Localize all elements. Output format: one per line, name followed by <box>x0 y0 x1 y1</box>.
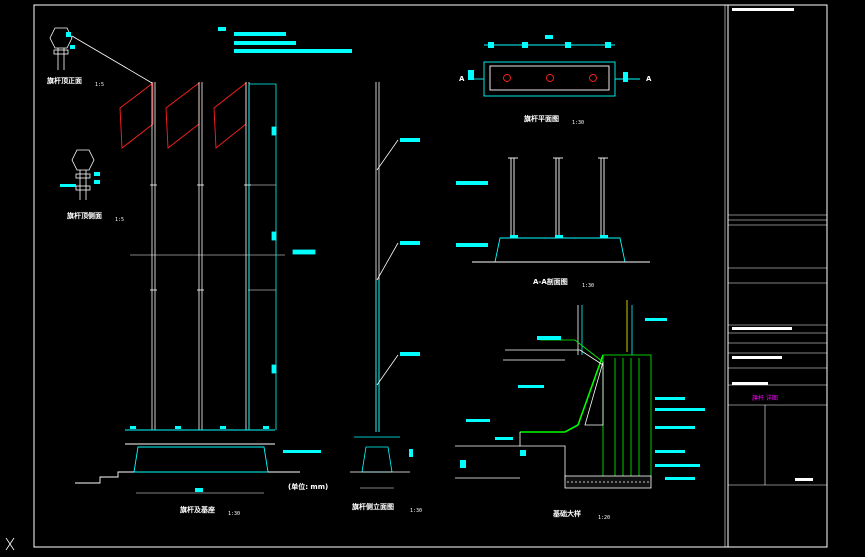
elevation-base <box>75 426 321 494</box>
title-top-front: 旗杆顶正面 <box>47 77 82 85</box>
title-section-aa: A-A剖面图 <box>533 278 568 286</box>
title-block <box>728 8 827 486</box>
unit-note: (单位: mm) <box>288 483 329 491</box>
section-aa <box>456 157 650 263</box>
drawing-frame <box>33 4 828 548</box>
scale-section-aa: 1:30 <box>582 283 595 289</box>
title-side-elevation: 旗杆侧立面图 <box>352 503 394 511</box>
pole-top-front-detail <box>49 27 153 84</box>
title-foundation: 基础大样 <box>553 510 581 518</box>
pole-top-side-detail <box>60 149 100 200</box>
scale-top-side: 1:5 <box>115 217 125 223</box>
section-mark-left: A <box>459 75 465 83</box>
ucs-icon <box>5 537 15 551</box>
title-plan: 旗杆平面图 <box>524 115 559 123</box>
title-elevation: 旗杆及基座 <box>180 506 215 514</box>
right-pole-dim <box>248 83 316 430</box>
scale-plan: 1:30 <box>572 120 585 126</box>
plan-view <box>468 35 640 97</box>
scale-elevation: 1:30 <box>228 511 241 517</box>
flagpoles-elevation <box>150 82 251 430</box>
title-top-side: 旗杆顶侧面 <box>67 212 102 220</box>
scale-side-elevation: 1:30 <box>410 508 423 514</box>
title-block-drawing-name: 旗杆 详图 <box>752 395 778 402</box>
section-mark-right: A <box>646 75 652 83</box>
general-notes <box>218 27 352 53</box>
foundation-detail <box>455 300 705 489</box>
scale-foundation: 1:20 <box>598 515 611 521</box>
side-elevation-pole <box>350 82 420 489</box>
flags <box>119 82 247 149</box>
scale-top-front: 1:5 <box>95 82 105 88</box>
